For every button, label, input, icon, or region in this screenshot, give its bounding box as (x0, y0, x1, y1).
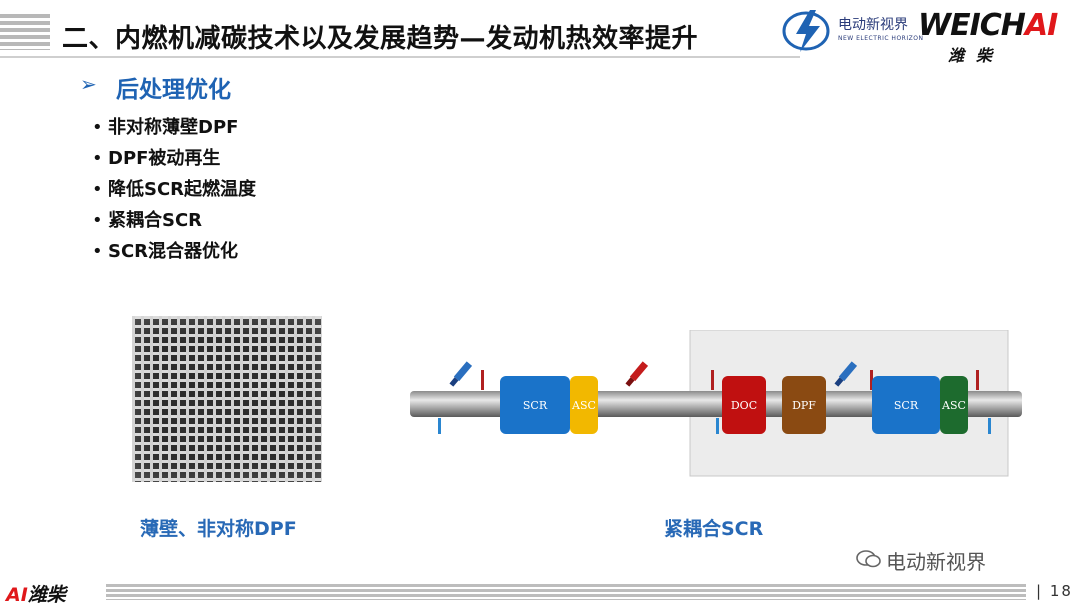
bullet-item: •非对称薄壁DPF (92, 112, 256, 143)
footer-logo: AI潍柴 (6, 580, 66, 607)
block-label: ASC (572, 398, 596, 412)
sensor-post (870, 370, 873, 390)
page-number-value: 18 (1049, 582, 1073, 600)
wechat-icon (856, 549, 882, 574)
bullet-dot-icon: • (92, 179, 103, 200)
bullet-dot-icon: • (92, 148, 103, 169)
asc-catalyst-block: ASC (940, 376, 968, 434)
bullet-dot-icon: • (92, 241, 103, 262)
bullet-dot-icon: • (92, 210, 103, 231)
dpf-filter-block: DPF (782, 376, 826, 434)
media-logo-subtext: NEW ELECTRIC HORIZON (838, 35, 924, 42)
block-label: DOC (730, 398, 758, 412)
bullet-text: 紧耦合SCR (108, 210, 203, 231)
watermark-text: 电动新视界 (886, 550, 986, 574)
temperature-probe (716, 418, 719, 434)
scr-catalyst-block: SCR (872, 376, 940, 434)
brand-logo-chinese: 潍柴 (948, 46, 1005, 65)
scr-figure-caption: 紧耦合SCR (664, 518, 764, 540)
doc-catalyst-block: DOC (722, 376, 766, 434)
footer-logo-accent: AI (6, 584, 28, 606)
block-label: SCR (893, 398, 919, 412)
bullet-item: •降低SCR起燃温度 (92, 174, 256, 205)
bullet-text: DPF被动再生 (108, 148, 221, 169)
sensor-post (711, 370, 714, 390)
fuel-injector-icon (625, 361, 649, 387)
asc-catalyst-block: ASC (570, 376, 598, 434)
bullet-text: SCR混合器优化 (108, 241, 239, 262)
footer-logo-text: 潍柴 (27, 584, 66, 606)
brand-logo-text: WEICH (918, 8, 1026, 43)
urea-injector-icon (834, 361, 858, 387)
block-label: DPF (792, 398, 816, 412)
dpf-honeycomb-image (132, 316, 322, 482)
title-decoration-stripes (0, 14, 50, 50)
footer-stripes (106, 584, 1026, 600)
block-label: SCR (522, 398, 548, 412)
title-divider (0, 56, 800, 58)
bullet-text: 非对称薄壁DPF (108, 117, 239, 138)
scr-catalyst-block: SCR (500, 376, 570, 434)
exhaust-aftertreatment-diagram: SCR ASC DOC DPF SCR ASC (408, 330, 1024, 480)
bullet-list: •非对称薄壁DPF •DPF被动再生 •降低SCR起燃温度 •紧耦合SCR •S… (92, 112, 256, 267)
media-logo-text: 电动新视界 (838, 17, 908, 33)
dpf-figure-caption: 薄壁、非对称DPF (140, 518, 297, 540)
brand-logo: WEICHAI 潍柴 (918, 8, 1068, 65)
section-heading: 后处理优化 (116, 77, 231, 103)
wechat-watermark: 电动新视界 (856, 546, 986, 575)
bullet-text: 降低SCR起燃温度 (108, 179, 257, 200)
block-label: ASC (942, 398, 966, 412)
urea-injector-icon (449, 361, 473, 387)
bullet-item: •紧耦合SCR (92, 205, 256, 236)
bullet-item: •DPF被动再生 (92, 143, 256, 174)
temperature-probe (438, 418, 441, 434)
bullet-item: •SCR混合器优化 (92, 236, 256, 267)
slide-title: 二、内燃机减碳技术以及发展趋势—发动机热效率提升 (62, 24, 699, 54)
bullet-dot-icon: • (92, 117, 103, 138)
sensor-post (481, 370, 484, 390)
media-logo: 电动新视界 NEW ELECTRIC HORIZON (780, 6, 924, 56)
section-arrow-icon: ➢ (80, 72, 97, 96)
temperature-probe (988, 418, 991, 434)
brand-logo-text-accent: AI (1024, 8, 1058, 43)
sensor-post (976, 370, 979, 390)
media-logo-icon (782, 10, 830, 52)
page-number: | 18 (1036, 582, 1073, 600)
